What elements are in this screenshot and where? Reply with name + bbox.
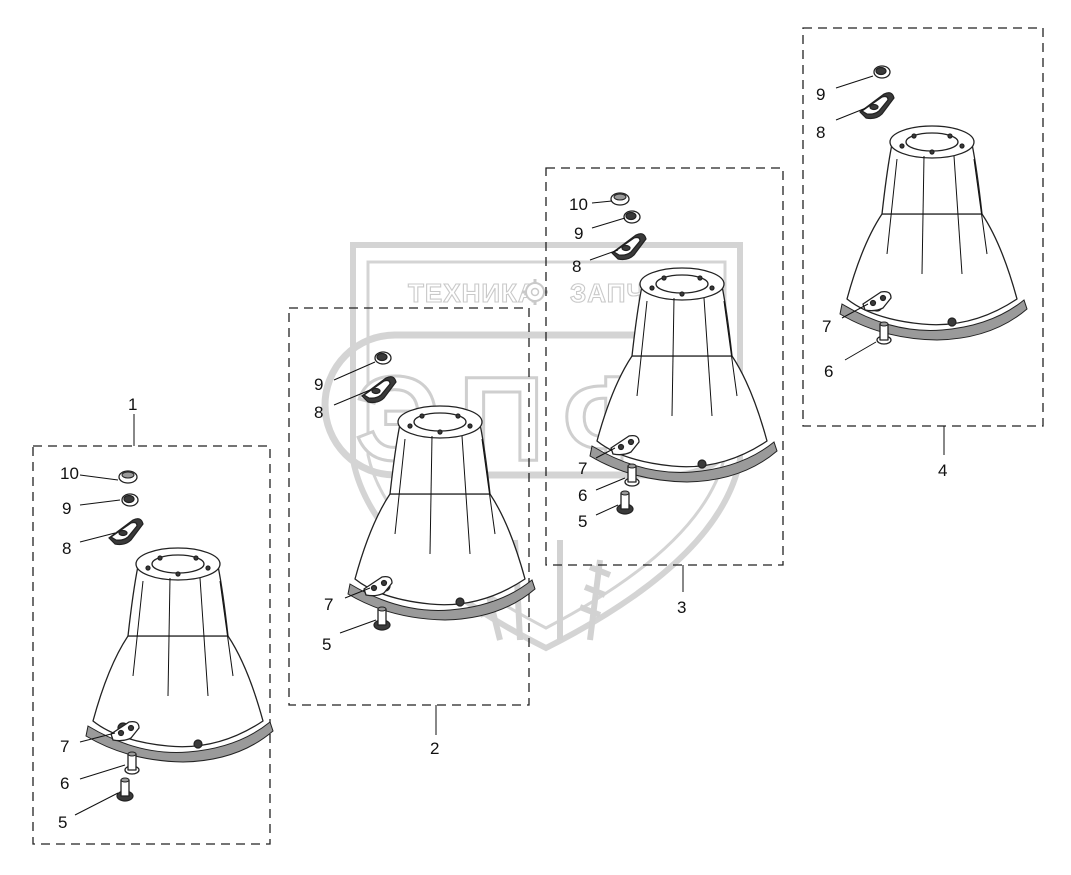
assembly-label: 3 — [677, 598, 686, 617]
callout-label: 9 — [574, 224, 583, 243]
callout-label: 10 — [60, 464, 79, 483]
part-9 — [121, 493, 139, 507]
callout-label: 9 — [62, 499, 71, 518]
hub-housing — [85, 547, 274, 763]
part-9 — [623, 210, 641, 224]
assembly-4: 4 9 8 7 6 — [802, 27, 1044, 480]
callout-label: 10 — [569, 195, 588, 214]
callout-label: 8 — [62, 539, 71, 558]
assembly-3: 3 10 9 8 7 6 5 — [545, 167, 784, 617]
part-9 — [873, 65, 891, 79]
callout-label: 9 — [816, 85, 825, 104]
part-10 — [610, 192, 630, 206]
callout-label: 5 — [58, 813, 67, 832]
callout-label: 5 — [322, 635, 331, 654]
assembly-frame — [545, 167, 784, 566]
assembly-label: 4 — [938, 461, 947, 480]
assembly-label: 1 — [128, 395, 137, 414]
assembly-2: 2 9 8 7 5 — [288, 307, 536, 758]
callout-label: 6 — [578, 486, 587, 505]
part-10 — [118, 470, 138, 484]
part-5 — [616, 490, 634, 515]
callout-label: 7 — [60, 737, 69, 756]
part-8 — [108, 518, 144, 546]
gear-icon — [522, 279, 548, 305]
assembly-1: 1 10 9 8 7 6 5 — [32, 395, 274, 845]
part-9 — [374, 351, 392, 365]
part-5 — [116, 777, 134, 802]
part-8 — [859, 92, 895, 120]
callout-label: 6 — [60, 774, 69, 793]
callout-label: 6 — [824, 362, 833, 381]
assembly-frame — [288, 307, 530, 706]
callout-label: 8 — [816, 123, 825, 142]
callout-label: 5 — [578, 512, 587, 531]
assembly-frame — [802, 27, 1044, 427]
callout-label: 9 — [314, 375, 323, 394]
callout-label: 8 — [572, 257, 581, 276]
watermark-text-left: ТЕХНИКА — [408, 278, 538, 308]
callout-label: 7 — [822, 317, 831, 336]
callout-label: 7 — [324, 595, 333, 614]
assembly-label: 2 — [430, 739, 439, 758]
assembly-frame — [32, 445, 271, 845]
callout-label: 7 — [578, 459, 587, 478]
callout-label: 8 — [314, 403, 323, 422]
